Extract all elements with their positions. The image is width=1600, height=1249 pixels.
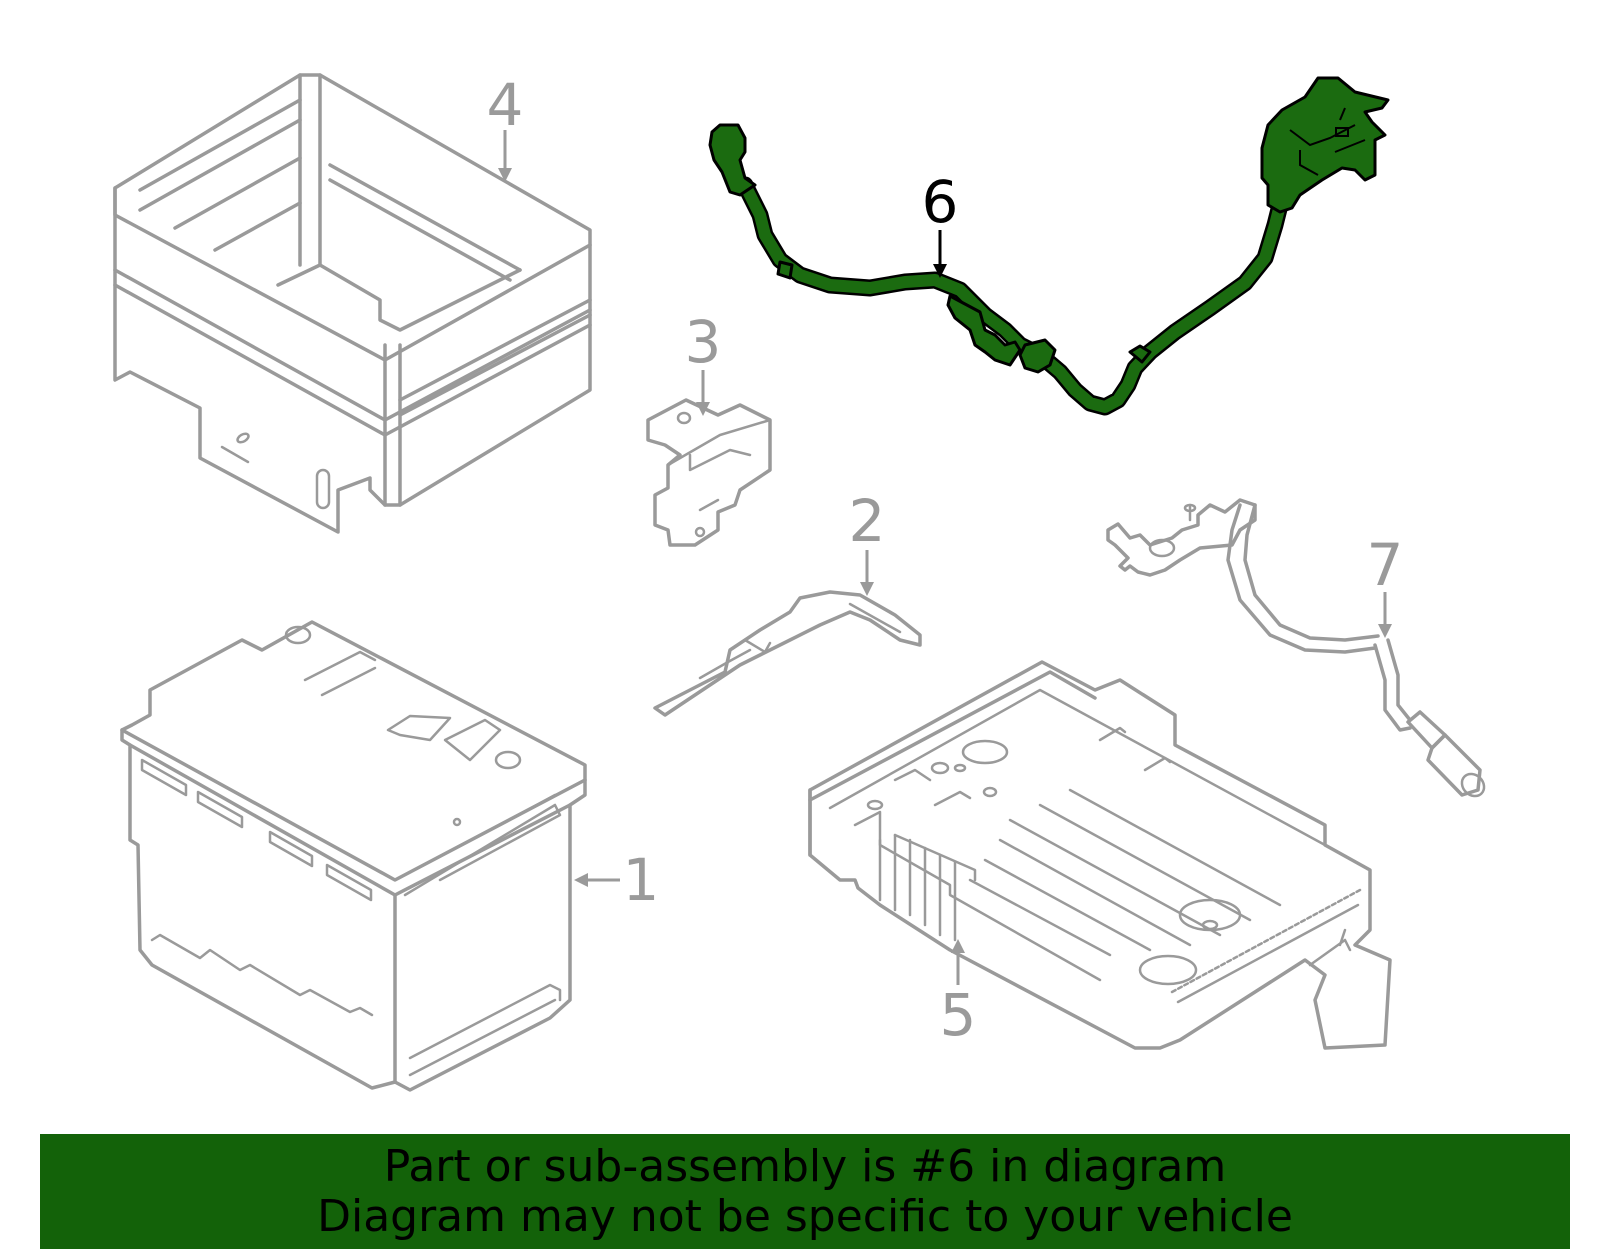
part-6-cable-highlighted[interactable] — [708, 76, 1390, 416]
banner-line-2: Diagram may not be specific to your vehi… — [317, 1190, 1293, 1242]
callout-1: 1 — [623, 846, 660, 914]
part-3-bracket[interactable] — [646, 398, 772, 547]
part-1-battery[interactable] — [120, 620, 587, 1092]
callout-arrow-6 — [933, 230, 947, 278]
part-2-terminal[interactable] — [653, 590, 922, 717]
part-4-battery-box[interactable] — [113, 73, 592, 534]
callout-2: 2 — [849, 487, 886, 555]
callout-3: 3 — [685, 308, 722, 376]
part-7-cable[interactable] — [1106, 498, 1489, 801]
callout-arrow-1 — [574, 873, 620, 887]
callout-arrow-3 — [696, 370, 710, 416]
callout-6: 6 — [922, 168, 959, 236]
callout-4: 4 — [487, 71, 524, 139]
part-5-battery-tray[interactable] — [808, 660, 1392, 1050]
info-banner: Part or sub-assembly is #6 in diagram Di… — [40, 1134, 1570, 1249]
callout-arrow-2 — [860, 550, 874, 596]
callout-7: 7 — [1367, 531, 1404, 599]
callout-5: 5 — [940, 981, 977, 1049]
callout-arrow-7 — [1378, 592, 1392, 638]
banner-line-1: Part or sub-assembly is #6 in diagram — [383, 1140, 1227, 1192]
callout-arrow-4 — [498, 130, 512, 182]
callout-arrow-5 — [951, 939, 965, 985]
